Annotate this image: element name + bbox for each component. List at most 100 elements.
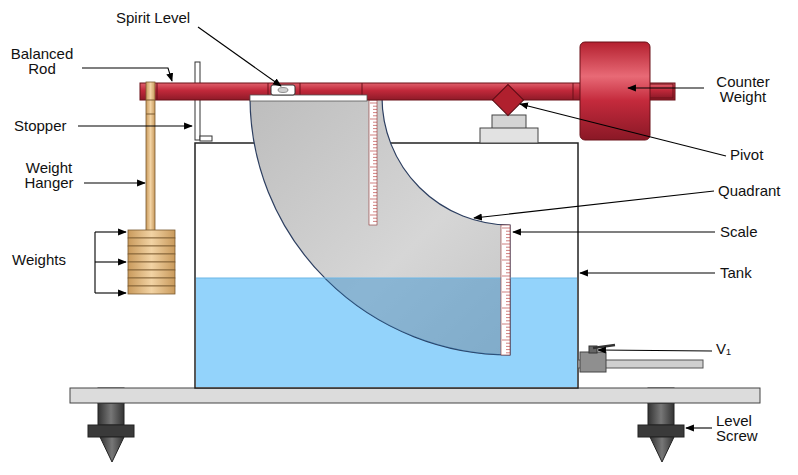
scale-tick — [373, 179, 377, 180]
scale — [369, 100, 377, 225]
counter-weight — [580, 42, 673, 140]
pivot-support — [480, 115, 538, 143]
scale-tick — [506, 349, 510, 350]
part-label-box: Weights — [12, 252, 82, 267]
spirit-level — [271, 85, 295, 95]
scale-tick — [373, 211, 377, 212]
part-label-box: Level Screw — [716, 413, 772, 443]
scale-tick — [506, 295, 510, 296]
scale-tick — [373, 163, 377, 164]
scale-tick — [373, 138, 377, 139]
weight-plate — [128, 270, 175, 278]
scale-tick — [506, 250, 510, 251]
pivot — [492, 84, 523, 115]
part-label-box: Weight Hanger — [14, 160, 84, 190]
scale-tick — [506, 317, 510, 318]
scale-tick — [370, 103, 377, 104]
scale-tick — [506, 253, 510, 254]
scale-tick — [506, 304, 510, 305]
scale-tick — [506, 298, 510, 299]
scale-tick — [373, 221, 377, 222]
scale-tick — [506, 231, 510, 232]
part-label: Weights — [12, 251, 66, 268]
scale-tick — [373, 192, 377, 193]
scale-tick — [373, 141, 377, 142]
scale-tick — [506, 263, 510, 264]
scale-tick — [506, 285, 510, 286]
scale-tick — [370, 183, 377, 184]
scale-tick — [373, 186, 377, 187]
weight-plate — [128, 230, 175, 238]
scale-tick — [370, 215, 377, 216]
weight-hanger — [146, 82, 155, 232]
scale — [501, 225, 510, 355]
submerged-quadrant — [250, 278, 510, 355]
weight-plate — [128, 246, 175, 254]
weight-plate — [128, 238, 175, 246]
scale-tick — [373, 218, 377, 219]
scale-tick — [370, 119, 377, 120]
part-label-box: Scale — [720, 224, 780, 239]
scale-tick — [373, 176, 377, 177]
scale-tick — [506, 272, 510, 273]
scale-tick — [373, 115, 377, 116]
scale-tick — [502, 260, 510, 261]
weight-plate — [128, 254, 175, 262]
scale-tick — [506, 320, 510, 321]
part-label: Level Screw — [716, 412, 758, 444]
part-label-box: V₁ — [716, 341, 756, 356]
scale-tick — [506, 311, 510, 312]
scale-tick — [373, 173, 377, 174]
scale-tick — [506, 279, 510, 280]
scale-tick — [373, 128, 377, 129]
part-label-box: Balanced Rod — [4, 46, 80, 76]
base-plate — [70, 388, 760, 403]
scale-tick — [370, 135, 377, 136]
scale-tick — [502, 228, 510, 229]
scale-tick — [506, 333, 510, 334]
part-label-box: Tank — [720, 265, 780, 280]
scale-tick — [373, 154, 377, 155]
part-label-box: Counter Weight — [706, 74, 780, 104]
part-label: Pivot — [730, 146, 763, 163]
scale-tick — [506, 330, 510, 331]
scale-tick — [506, 301, 510, 302]
scale-tick — [506, 343, 510, 344]
scale-tick — [373, 131, 377, 132]
scale-tick — [373, 109, 377, 110]
part-label: Balanced Rod — [11, 45, 74, 77]
scale-tick — [502, 324, 510, 325]
scale-tick — [502, 340, 510, 341]
scale-tick — [370, 151, 377, 152]
scale-tick — [506, 282, 510, 283]
weight-plate — [128, 278, 175, 286]
scale-tick — [370, 167, 377, 168]
scale-tick — [373, 106, 377, 107]
part-label: Tank — [720, 264, 752, 281]
part-label: Stopper — [14, 117, 67, 134]
scale-tick — [506, 269, 510, 270]
part-label-box: Spirit Level — [116, 10, 226, 25]
scale-tick — [506, 314, 510, 315]
scale-tick — [373, 147, 377, 148]
leader-lines — [78, 27, 726, 428]
weights — [128, 230, 175, 294]
scale-tick — [502, 276, 510, 277]
scale-tick — [373, 157, 377, 158]
valve — [578, 345, 703, 372]
scale-tick — [373, 205, 377, 206]
part-label: Weight Hanger — [24, 159, 73, 191]
scale-tick — [373, 202, 377, 203]
weight-plate — [128, 286, 175, 294]
part-label: Quadrant — [718, 182, 781, 199]
scale-tick — [373, 189, 377, 190]
part-label-box: Pivot — [730, 147, 790, 162]
scale-tick — [373, 195, 377, 196]
scale-tick — [506, 346, 510, 347]
weight-plate — [128, 262, 175, 270]
scale-tick — [502, 308, 510, 309]
scale-tick — [506, 288, 510, 289]
scale-tick — [506, 352, 510, 353]
scale-tick — [506, 234, 510, 235]
